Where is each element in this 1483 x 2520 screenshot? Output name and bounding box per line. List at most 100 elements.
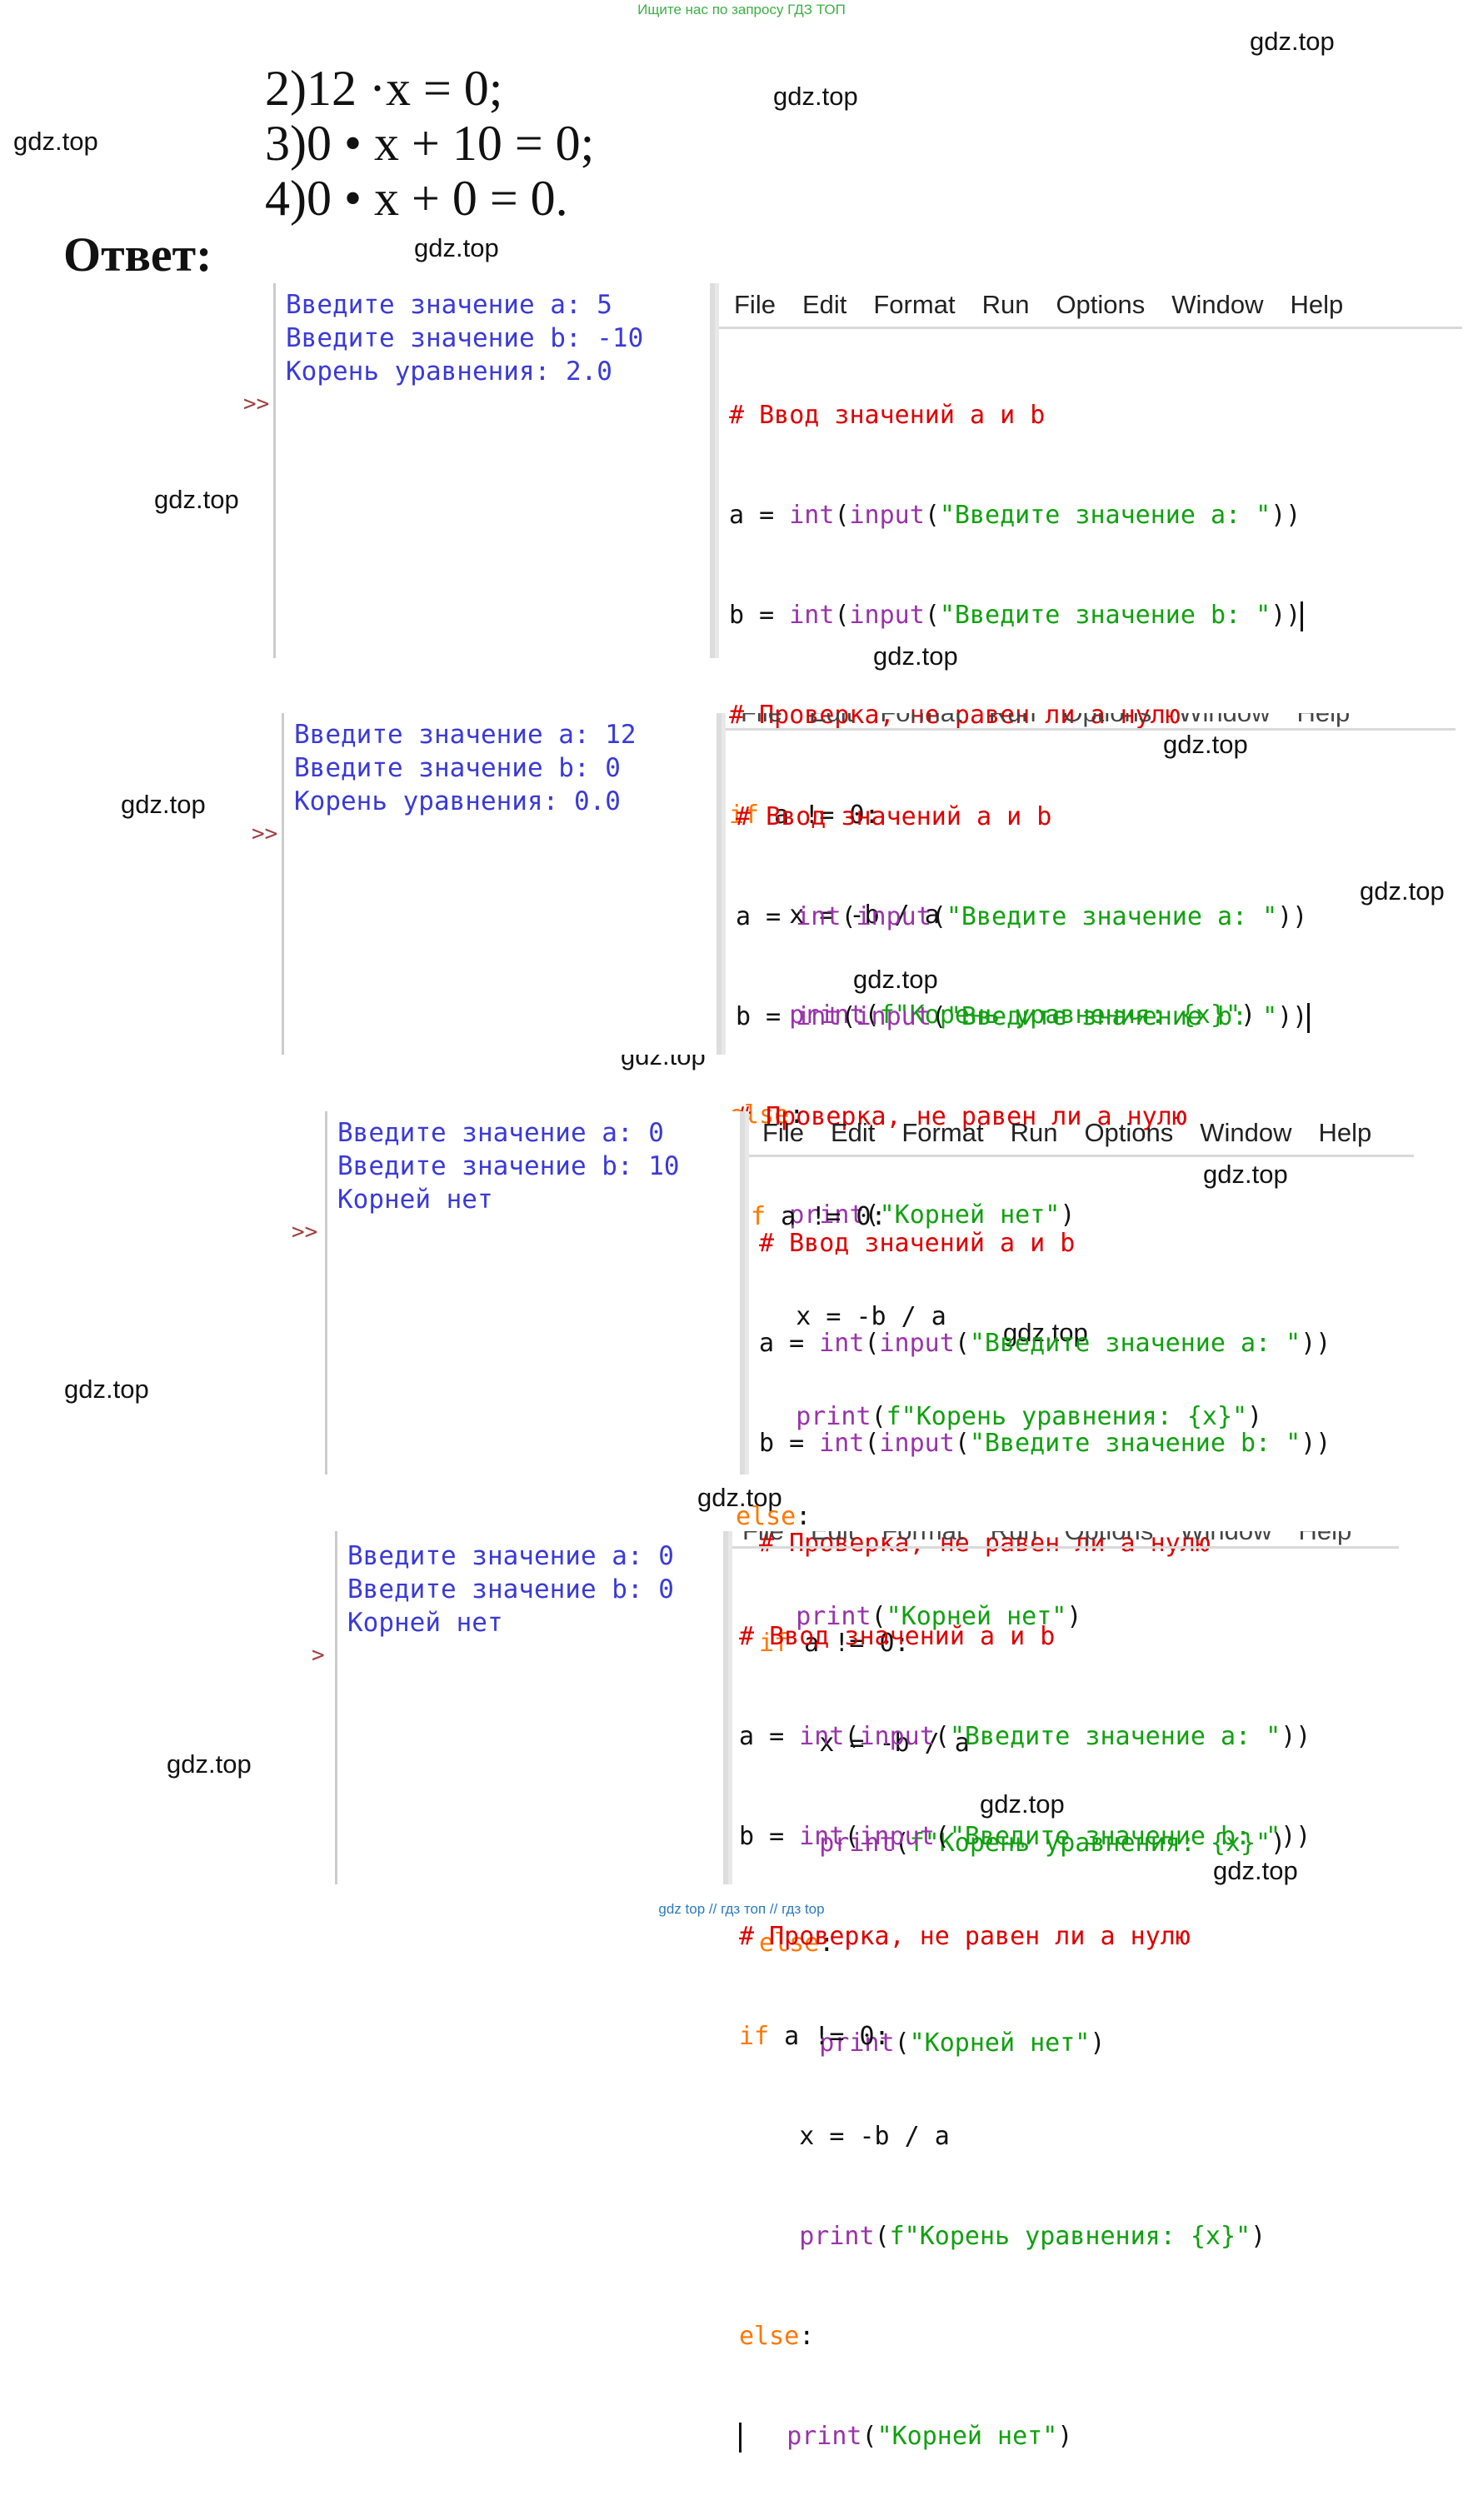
pane-divider[interactable]	[710, 283, 718, 658]
watermark: gdz.top	[697, 1483, 782, 1512]
menu-format[interactable]: Format	[881, 1531, 963, 1545]
watermark: gdz.top	[1163, 730, 1248, 759]
menu-run[interactable]: Run	[981, 290, 1030, 319]
menu-options[interactable]: Options	[1062, 713, 1151, 727]
code-line: x = -b / a	[739, 2122, 950, 2151]
code-line: # Ввод значений a и b	[739, 1622, 1056, 1651]
menu-file[interactable]: File	[734, 290, 776, 319]
code-line: # Ввод значений a и b	[759, 1229, 1076, 1258]
watermark: gdz.top	[154, 485, 239, 514]
code-line: # Проверка, не равен ли a нулю	[736, 1102, 1187, 1131]
shell-prompt: >	[312, 1643, 325, 1668]
code-line: a = int(input("Введите значение a: "))	[739, 1722, 1311, 1751]
menu-run[interactable]: Run	[1010, 1118, 1058, 1147]
shell-output-line: Корень уравнения: 0.0	[294, 786, 621, 816]
menu-file[interactable]: File	[741, 713, 782, 727]
watermark: gdz.top	[1250, 27, 1335, 56]
menu-bar: File Edit Format Run Options Window Help	[749, 1111, 1414, 1157]
menu-window[interactable]: Window	[1178, 713, 1270, 727]
watermark: gdz.top	[873, 641, 958, 671]
code-line: if a != 0:	[736, 1202, 886, 1231]
menu-help[interactable]: Help	[1290, 290, 1344, 319]
code-area[interactable]: # Ввод значений a и b a = int(input("Вве…	[726, 731, 1456, 1700]
watermark: gdz.top	[1360, 876, 1445, 906]
editor-panel[interactable]: File Edit Format Run Options Window Help # Вво…	[728, 1531, 1399, 2453]
pane-divider[interactable]	[740, 1111, 748, 1475]
code-line: # Проверка, не равен ли a нулю	[759, 1529, 1211, 1558]
shell-prompt: >>	[292, 1220, 318, 1245]
code-line: if a != 0:	[739, 2022, 890, 2051]
shell-output-line: Введите значение a: 0	[337, 1118, 664, 1148]
bottom-banner: gdz top // гдз топ // гдз top	[658, 1901, 825, 1917]
watermark: gdz.top	[414, 233, 499, 262]
menu-run[interactable]: Run	[989, 713, 1036, 727]
menu-format[interactable]: Format	[873, 290, 956, 319]
shell-output-line: Введите значение b: 0	[347, 1574, 674, 1604]
shell-panel: Введите значение a: 0 Введите значение b…	[325, 1111, 744, 1475]
watermark: gdz.top	[13, 127, 98, 156]
shell-prompt: >>	[243, 392, 270, 417]
code-area[interactable]: # Ввод значений a и b a = int(input("Вве…	[732, 1549, 1399, 2520]
menu-bar: File Edit Format Run Options Window Help	[719, 283, 1462, 329]
menu-file[interactable]: File	[762, 1118, 804, 1147]
menu-window[interactable]: Window	[1171, 290, 1264, 319]
menu-file[interactable]: File	[742, 1531, 784, 1545]
code-line: if a != 0:	[729, 801, 880, 830]
menu-window[interactable]: Window	[1180, 1531, 1271, 1545]
code-line: # Ввод значений a и b	[736, 802, 1052, 831]
menu-edit[interactable]: Edit	[801, 290, 847, 319]
shell-output-line: Введите значение a: 12	[294, 720, 637, 750]
watermark: gdz.top	[64, 1375, 149, 1404]
shell-panel: Введите значение a: 12 Введите значение …	[282, 713, 720, 1055]
code-line: a = int(input("Введите значение a: "))	[759, 1329, 1331, 1358]
shell-panel: Введите значение a: 5 Введите значение b…	[273, 283, 713, 658]
shell-output-line: Введите значение a: 5	[286, 290, 612, 320]
menu-format[interactable]: Format	[901, 1118, 984, 1147]
code-line: print("Корней нет")	[789, 1200, 1076, 1230]
shell-prompt: >>	[252, 821, 278, 846]
code-line: # Проверка, не равен ли a нулю	[739, 1922, 1191, 1951]
code-line: else:	[739, 2322, 815, 2351]
pane-divider[interactable]	[723, 1531, 732, 1884]
code-line: b = int(input("Введите значение b: "))	[759, 1429, 1331, 1458]
watermark: gdz.top	[1213, 1856, 1298, 1885]
menu-help[interactable]: Help	[1318, 1118, 1372, 1147]
code-line: a = int(input("Введите значение a: "))	[736, 902, 1308, 931]
top-banner: Ищите нас по запросу ГДЗ ТОП	[637, 2, 846, 17]
menu-format[interactable]: Format	[880, 713, 961, 727]
shell-output-line: Введите значение a: 0	[347, 1541, 674, 1571]
menu-edit[interactable]: Edit	[811, 1531, 855, 1545]
menu-run[interactable]: Run	[991, 1531, 1038, 1545]
code-line: print(f"Корень уравнения: {x}")	[796, 1402, 1263, 1431]
code-line: x = -b / a	[729, 901, 940, 930]
code-area[interactable]: # Ввод значений a и b a = int(input("Вве…	[719, 329, 1462, 1299]
menu-help[interactable]: Help	[1299, 1531, 1352, 1545]
watermark: gdz.top	[853, 965, 938, 994]
watermark: gdz.top	[121, 790, 206, 819]
answer-label: Ответ:	[63, 227, 212, 282]
watermark: gdz.top	[773, 82, 858, 111]
menu-options[interactable]: Options	[1084, 1118, 1174, 1147]
shell-output-line: Введите значение b: -10	[286, 323, 644, 353]
menu-options[interactable]: Options	[1056, 290, 1146, 319]
code-line: print(f"Корень уравнения: {x}")	[789, 1001, 1256, 1030]
code-line: # Проверка, не равен ли a нулю	[729, 701, 1181, 730]
shell-output-line: Корень уравнения: 2.0	[286, 357, 612, 387]
menu-options[interactable]: Options	[1064, 1531, 1153, 1545]
pane-divider[interactable]	[717, 713, 725, 1055]
watermark: gdz.top	[167, 1749, 252, 1779]
menu-window[interactable]: Window	[1200, 1118, 1292, 1147]
shell-output-line: Корней нет	[337, 1185, 493, 1215]
code-line: x = -b / a	[759, 1729, 970, 1758]
code-line: b = int(input("Введите значение b: "))	[736, 1001, 1456, 1034]
menu-edit[interactable]: Edit	[809, 713, 853, 727]
code-line: # Ввод значений a и b	[729, 401, 1046, 430]
menu-help[interactable]: Help	[1297, 713, 1351, 727]
code-line: a = int(input("Введите значение a: "))	[729, 501, 1301, 530]
menu-bar: File Edit Format Run Options Window Help	[726, 713, 1456, 731]
watermark: gdz.top	[1203, 1160, 1288, 1189]
menu-edit[interactable]: Edit	[830, 1118, 876, 1147]
